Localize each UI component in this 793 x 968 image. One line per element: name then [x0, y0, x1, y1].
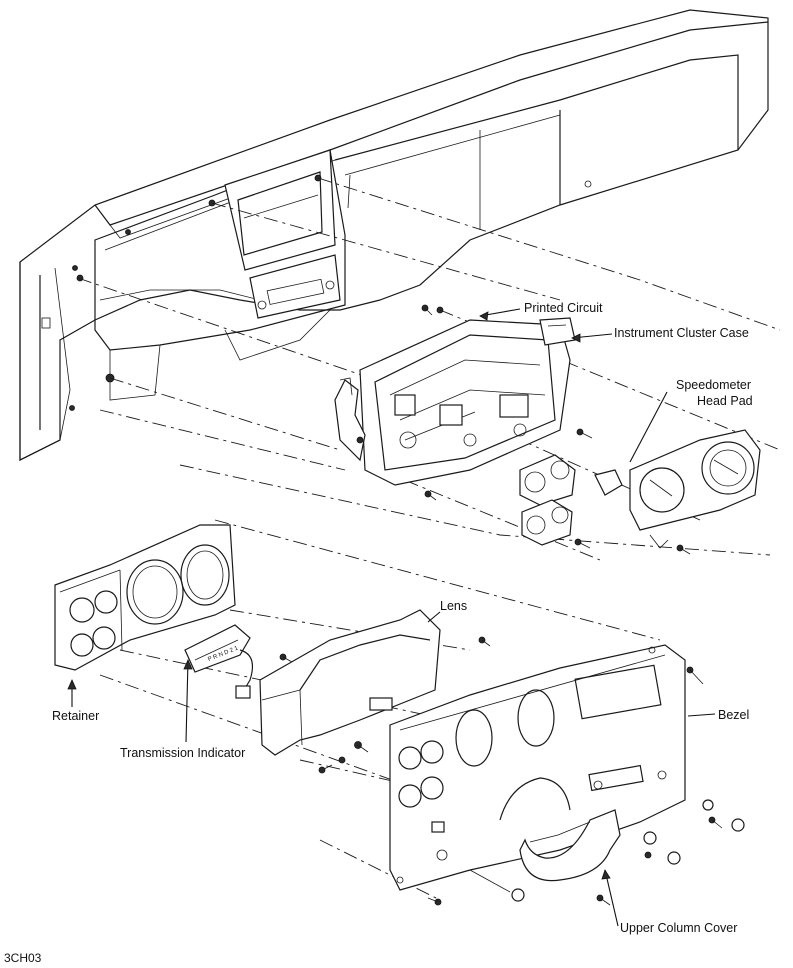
labels: Printed Circuit Instrument Cluster Case …: [4, 301, 753, 965]
figure-code: 3CH03: [4, 951, 42, 965]
label-speedometer: Speedometer: [676, 378, 751, 392]
label-retainer: Retainer: [52, 709, 99, 723]
retainer: [54, 524, 236, 671]
label-head-pad: Head Pad: [697, 394, 753, 408]
label-printed-circuit: Printed Circuit: [524, 301, 603, 315]
small-gauges: [519, 454, 591, 549]
label-lens: Lens: [440, 599, 467, 613]
dashboard-panel: [19, 9, 769, 461]
leader-arrowheads: [67, 311, 611, 880]
lens: [259, 609, 491, 774]
upper-column-cover: [519, 809, 621, 882]
speedometer-assembly: [594, 429, 761, 555]
transmission-indicator: P R N D 2 1: [184, 624, 293, 699]
label-instrument-cluster-case: Instrument Cluster Case: [614, 326, 749, 340]
label-bezel: Bezel: [718, 708, 749, 722]
label-transmission-indicator: Transmission Indicator: [120, 746, 245, 760]
instrument-cluster-case: [334, 304, 593, 501]
label-upper-column-cover: Upper Column Cover: [620, 921, 737, 935]
